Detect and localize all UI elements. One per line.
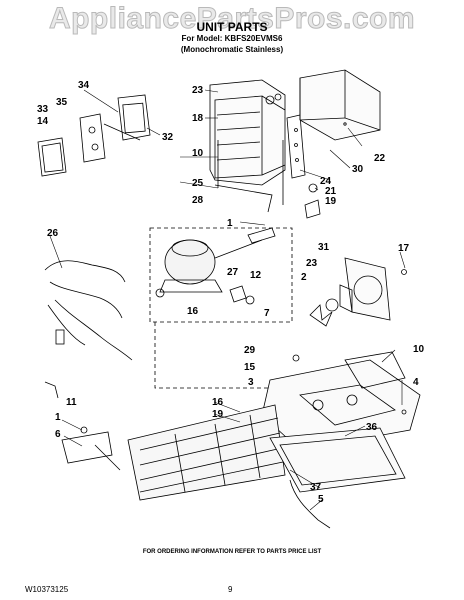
callout: 19 bbox=[212, 409, 224, 420]
condenser-coil-part bbox=[127, 404, 286, 501]
callout: 33 bbox=[37, 104, 49, 115]
model-line: For Model: KBFS20EVMS6 bbox=[181, 34, 283, 43]
watermark: AppliancePartsPros.com bbox=[48, 2, 416, 36]
control-board-part bbox=[79, 94, 151, 163]
callout: 26 bbox=[47, 228, 59, 239]
page-number: 9 bbox=[228, 585, 233, 594]
variant-line: (Monochromatic Stainless) bbox=[180, 45, 284, 54]
callout: 11 bbox=[66, 397, 77, 408]
callout: 3 bbox=[248, 377, 254, 388]
leader-lines bbox=[49, 89, 406, 511]
callout: 16 bbox=[187, 306, 199, 317]
callout: 1 bbox=[55, 412, 61, 423]
document-number: W10373125 bbox=[25, 585, 69, 594]
callout: 23 bbox=[306, 258, 318, 269]
compressor-group-outline bbox=[149, 227, 293, 323]
diagram-subtitle: For Model: KBFS20EVMS6 (Monochromatic St… bbox=[0, 33, 464, 55]
callout: 23 bbox=[192, 85, 204, 96]
callout: 25 bbox=[192, 178, 204, 189]
drain-hose-part bbox=[289, 479, 331, 529]
callout: 14 bbox=[37, 116, 49, 127]
air-duct-part bbox=[299, 69, 381, 141]
callout: 22 bbox=[374, 153, 386, 164]
damper-part bbox=[304, 183, 321, 219]
evaporator-cover-part bbox=[209, 79, 286, 186]
callout: 21 bbox=[325, 186, 337, 197]
callout: 7 bbox=[264, 308, 270, 319]
drain-pan-part bbox=[269, 427, 406, 493]
callout: 27 bbox=[227, 267, 239, 278]
callout: 30 bbox=[352, 164, 364, 175]
diagram-title: UNIT PARTS bbox=[196, 20, 268, 34]
callout: 5 bbox=[318, 494, 324, 505]
relay-bracket-part bbox=[61, 426, 121, 471]
side-panel-part bbox=[286, 114, 306, 179]
callout: 16 bbox=[212, 397, 224, 408]
callout: 12 bbox=[250, 270, 262, 281]
condenser-fan-part bbox=[309, 257, 407, 327]
drain-tube-part bbox=[214, 184, 273, 213]
callout: 18 bbox=[192, 113, 204, 124]
callout: 24 bbox=[320, 176, 332, 187]
callout: 10 bbox=[413, 344, 425, 355]
callout: 19 bbox=[325, 196, 337, 207]
access-cover-part bbox=[37, 137, 67, 177]
callout: 10 bbox=[192, 148, 204, 159]
callout: 4 bbox=[413, 377, 419, 388]
callout: 6 bbox=[55, 429, 61, 440]
wiring-harness-part bbox=[44, 260, 133, 361]
callout: 29 bbox=[244, 345, 256, 356]
sensor-part bbox=[44, 381, 59, 399]
callout: 34 bbox=[78, 80, 90, 91]
callout: 35 bbox=[56, 97, 68, 108]
callout: 31 bbox=[318, 242, 330, 253]
ordering-note: FOR ORDERING INFORMATION REFER TO PARTS … bbox=[142, 549, 322, 555]
callout: 32 bbox=[162, 132, 174, 143]
callout: 36 bbox=[366, 422, 378, 433]
callout: 15 bbox=[244, 362, 256, 373]
callout-labels: 23 18 10 25 28 1 34 35 33 14 32 22 30 24… bbox=[37, 80, 425, 505]
callout: 37 bbox=[310, 482, 322, 493]
callout: 28 bbox=[192, 195, 204, 206]
callout: 2 bbox=[301, 272, 307, 283]
compressor-part bbox=[155, 227, 276, 305]
callout: 1 bbox=[227, 218, 233, 229]
callout: 17 bbox=[398, 243, 410, 254]
